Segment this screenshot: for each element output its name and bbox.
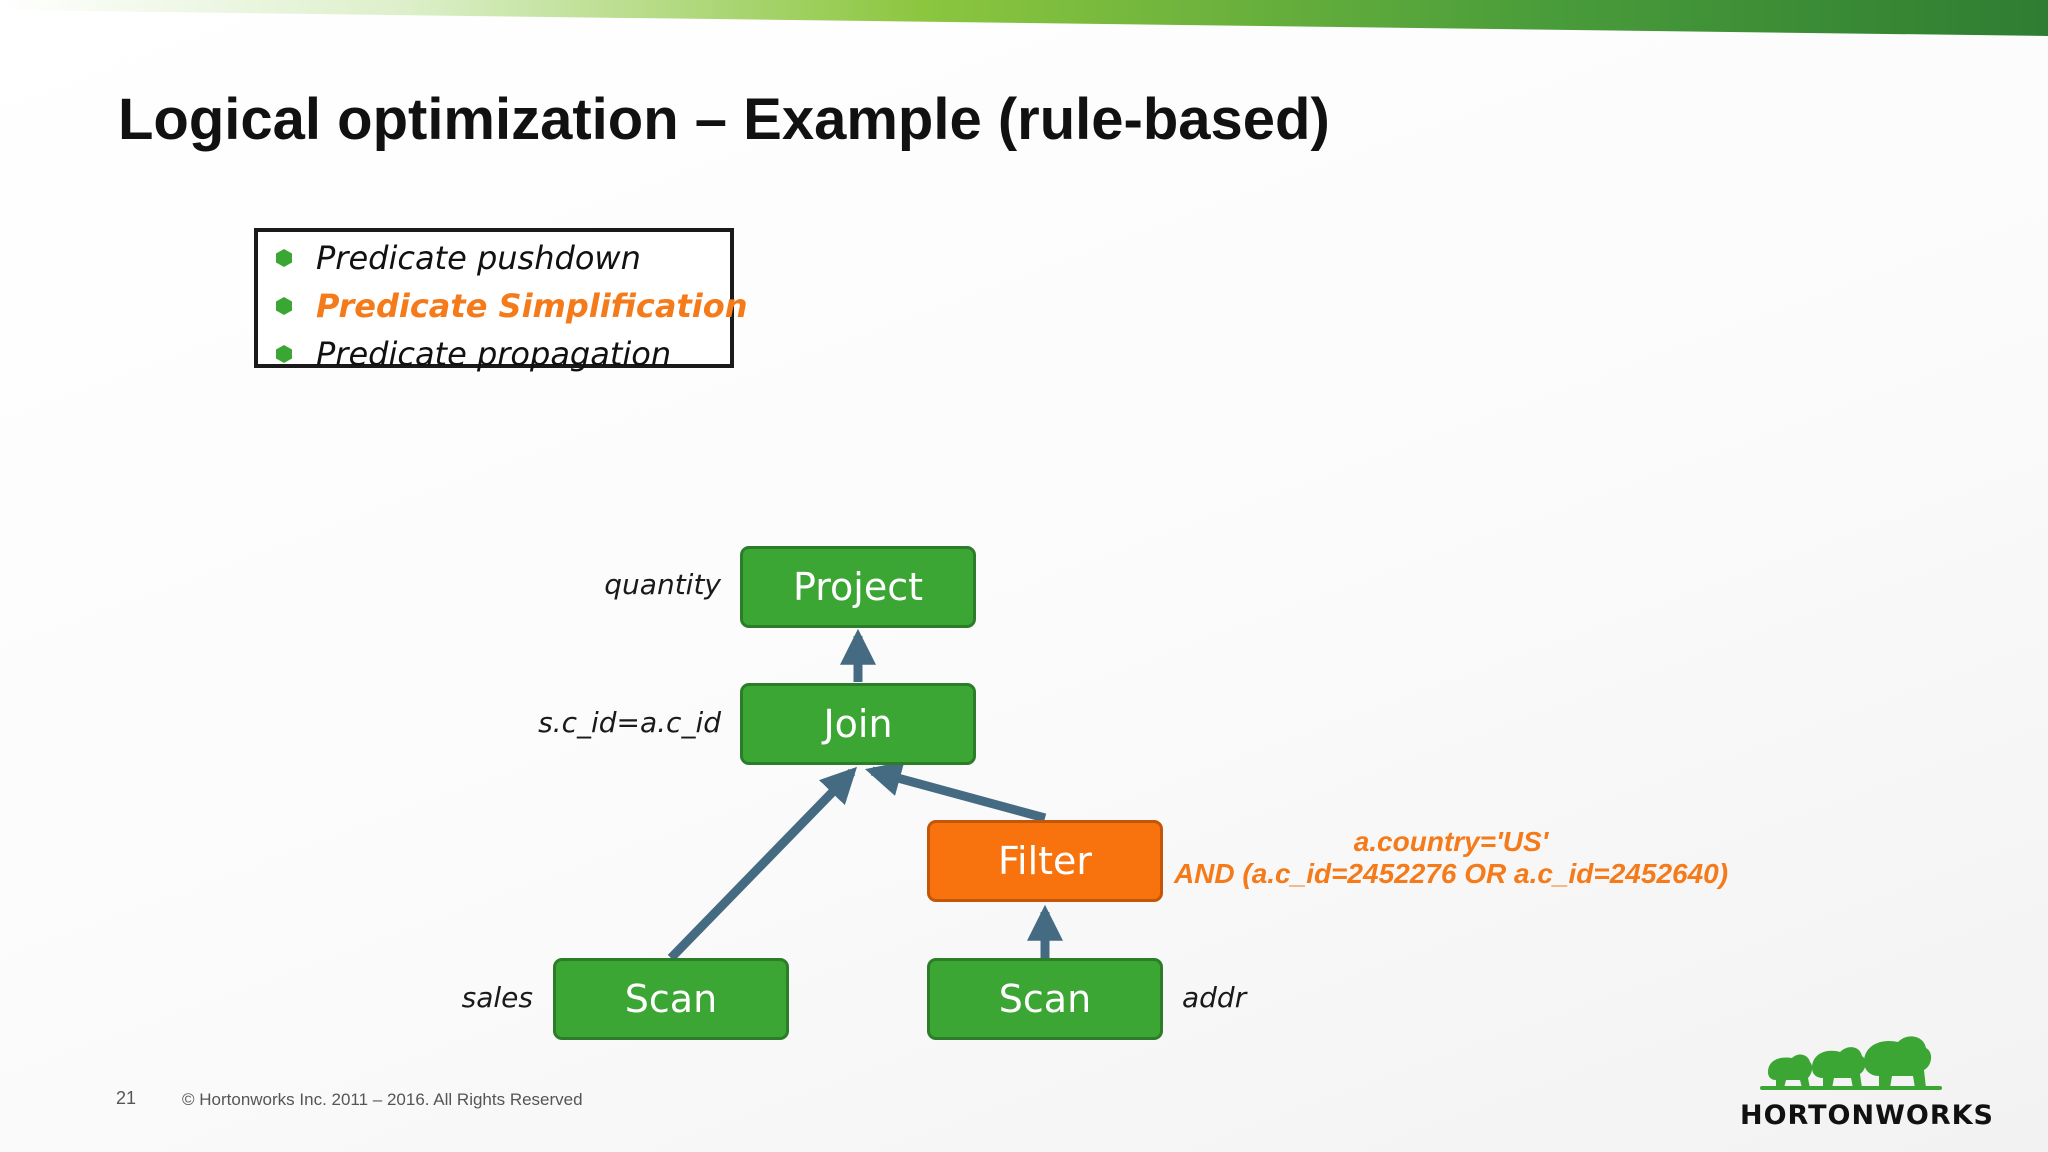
scan-addr-node-label: Scan <box>998 977 1092 1021</box>
scan-sales-annotation: sales <box>461 981 533 1014</box>
filter-condition-line1: a.country='US' <box>1353 826 1549 857</box>
join-node[interactable]: Join <box>740 683 976 765</box>
join-annotation: s.c_id=a.c_id <box>538 706 721 739</box>
hexagon-bullet-icon <box>276 249 292 267</box>
logo-wordmark: HORTONWORKS <box>1740 1100 1994 1131</box>
rule-item-highlighted: Predicate Simplification <box>276 282 748 330</box>
scan-sales-node[interactable]: Scan <box>553 958 789 1040</box>
rule-item: Predicate propagation <box>276 330 730 378</box>
filter-node[interactable]: Filter <box>927 820 1163 902</box>
hexagon-bullet-icon <box>276 345 292 363</box>
join-node-label: Join <box>823 702 893 746</box>
hortonworks-logo: HORTONWORKS <box>1740 1022 1994 1134</box>
project-node-label: Project <box>792 565 923 609</box>
rules-box: Predicate pushdown Predicate Simplificat… <box>254 228 748 373</box>
project-node[interactable]: Project <box>740 546 976 628</box>
arrow-scan-sales-to-join <box>667 766 858 962</box>
rule-label: Predicate Simplification <box>316 287 748 325</box>
scan-addr-annotation: addr <box>1182 981 1247 1014</box>
filter-condition: a.country='US' AND (a.c_id=2452276 OR a.… <box>1166 826 1736 890</box>
arrow-filter-to-join <box>865 761 1047 823</box>
scan-sales-node-label: Scan <box>624 977 718 1021</box>
top-accent-bar <box>0 0 2048 36</box>
filter-node-label: Filter <box>997 839 1093 883</box>
project-annotation: quantity <box>604 568 721 601</box>
slide-number: 21 <box>116 1088 137 1108</box>
scan-addr-node[interactable]: Scan <box>927 958 1163 1040</box>
elephant-herd-icon <box>1760 1036 1942 1090</box>
rule-label: Predicate pushdown <box>316 239 641 277</box>
hexagon-bullet-icon <box>276 297 292 315</box>
slide-title: Logical optimization – Example (rule-bas… <box>118 87 1330 152</box>
rule-label: Predicate propagation <box>316 335 672 373</box>
rule-item: Predicate pushdown <box>276 234 730 282</box>
copyright-text: © Hortonworks Inc. 2011 – 2016. All Righ… <box>182 1090 583 1109</box>
filter-condition-line2: AND (a.c_id=2452276 OR a.c_id=2452640) <box>1173 858 1729 889</box>
